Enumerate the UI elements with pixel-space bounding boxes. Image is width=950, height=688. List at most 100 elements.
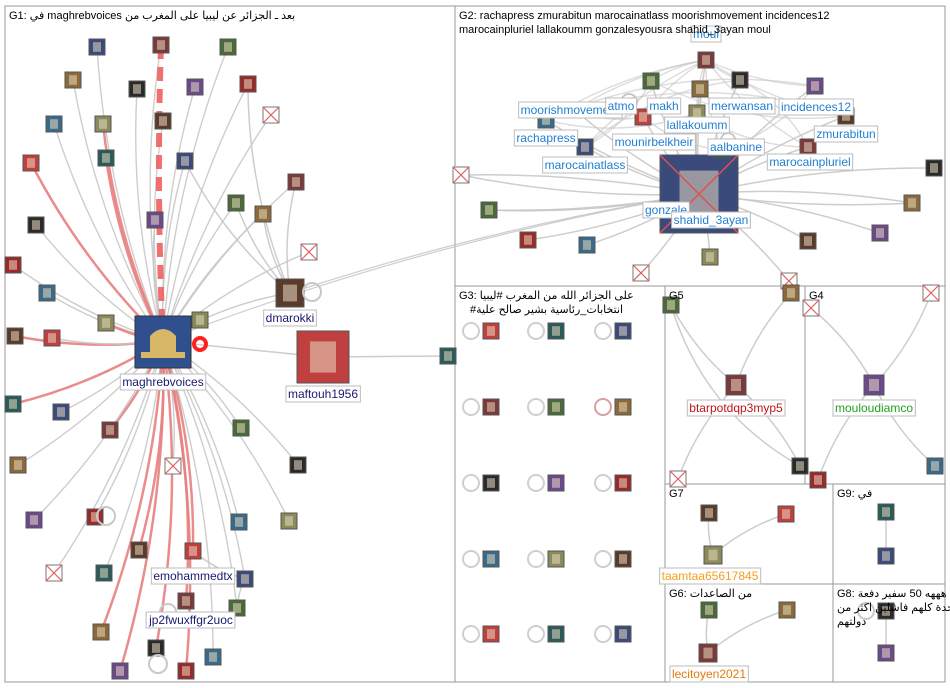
node-a17[interactable] [27,216,45,234]
node-x4[interactable] [45,564,63,582]
node-g5a[interactable] [662,296,680,314]
node-makh[interactable] [691,80,709,98]
node-a42[interactable] [111,662,129,680]
node-a3[interactable] [219,38,237,56]
node-a22[interactable] [6,327,24,345]
node-g2a6[interactable] [578,236,596,254]
node-a26[interactable] [101,421,119,439]
node-a23[interactable] [43,329,61,347]
node-a25[interactable] [52,403,70,421]
node-g5b[interactable] [782,284,800,302]
node-moul[interactable] [697,51,715,69]
node-g4x2[interactable] [922,284,940,302]
node-a7[interactable] [239,75,257,93]
node-g2a4[interactable] [871,224,889,242]
node-a38[interactable] [177,592,195,610]
node-a24[interactable] [4,395,22,413]
node-a32[interactable] [230,513,248,531]
node-maftouh1956[interactable] [296,330,350,384]
node-a20[interactable] [38,284,56,302]
node-g9a[interactable] [877,503,895,521]
node-g6a[interactable] [700,601,718,619]
node-a4[interactable] [64,71,82,89]
node-g3n4[interactable] [547,398,565,416]
node-x2[interactable] [300,243,318,261]
node-g2a2[interactable] [903,194,921,212]
node-g1x[interactable] [439,347,457,365]
node-g3n8[interactable] [614,474,632,492]
node-a37[interactable] [236,570,254,588]
node-g5c[interactable] [791,457,809,475]
node-g4b[interactable] [926,457,944,475]
node-g2a3[interactable] [925,159,943,177]
node-g8b[interactable] [877,644,895,662]
node-merw[interactable] [731,71,749,89]
node-a29[interactable] [289,456,307,474]
node-a11[interactable] [22,154,40,172]
node-a10[interactable] [154,112,172,130]
node-a19[interactable] [4,256,22,274]
node-a27[interactable] [232,419,250,437]
node-btar[interactable] [725,374,747,396]
node-g7b[interactable] [777,505,795,523]
node-g2a8[interactable] [799,232,817,250]
node-g3n1[interactable] [547,322,565,340]
node-g3n14[interactable] [614,625,632,643]
node-a9[interactable] [94,115,112,133]
node-a12[interactable] [97,149,115,167]
node-atmo[interactable] [642,72,660,90]
node-a2[interactable] [152,36,170,54]
node-g2a7[interactable] [701,248,719,266]
node-maghrebvoices[interactable] [134,315,192,369]
node-taam[interactable] [703,545,723,565]
node-g3n6[interactable] [482,474,500,492]
node-a18[interactable] [146,211,164,229]
node-a15[interactable] [227,194,245,212]
node-g4x1[interactable] [802,299,820,317]
node-a14[interactable] [287,173,305,191]
node-x1[interactable] [262,106,280,124]
node-g2x1[interactable] [452,166,470,184]
node-g3n11[interactable] [614,550,632,568]
node-a34[interactable] [130,541,148,559]
node-a21[interactable] [97,314,115,332]
node-leci[interactable] [698,643,718,663]
node-a36[interactable] [95,564,113,582]
node-inc[interactable] [806,77,824,95]
node-a30[interactable] [25,511,43,529]
node-g3n10[interactable] [547,550,565,568]
node-a13[interactable] [176,152,194,170]
node-a5[interactable] [128,80,146,98]
node-g3n13[interactable] [547,625,565,643]
node-g3n2[interactable] [614,322,632,340]
node-g5x[interactable] [669,470,687,488]
node-x3[interactable] [164,457,182,475]
node-a41[interactable] [147,639,165,657]
node-g3n12[interactable] [482,625,500,643]
node-g8a[interactable] [877,602,895,620]
node-g4a[interactable] [809,471,827,489]
node-a6[interactable] [186,78,204,96]
node-a8[interactable] [45,115,63,133]
node-a35[interactable] [184,542,202,560]
node-g3n5[interactable] [614,398,632,416]
node-g3n3[interactable] [482,398,500,416]
node-g2a1[interactable] [480,201,498,219]
node-g3n0[interactable] [482,322,500,340]
node-g6b[interactable] [778,601,796,619]
node-moulo[interactable] [863,374,885,396]
node-g2x2[interactable] [632,264,650,282]
node-g3n7[interactable] [547,474,565,492]
node-a16[interactable] [254,205,272,223]
node-a45[interactable] [191,311,209,329]
node-a1[interactable] [88,38,106,56]
node-a44[interactable] [204,648,222,666]
node-g3n9[interactable] [482,550,500,568]
node-g7a[interactable] [700,504,718,522]
node-mp[interactable] [799,138,817,156]
node-g2a5[interactable] [519,231,537,249]
node-a43[interactable] [177,662,195,680]
node-a40[interactable] [92,623,110,641]
node-ma[interactable] [576,138,594,156]
node-dmarokki[interactable] [275,278,305,308]
